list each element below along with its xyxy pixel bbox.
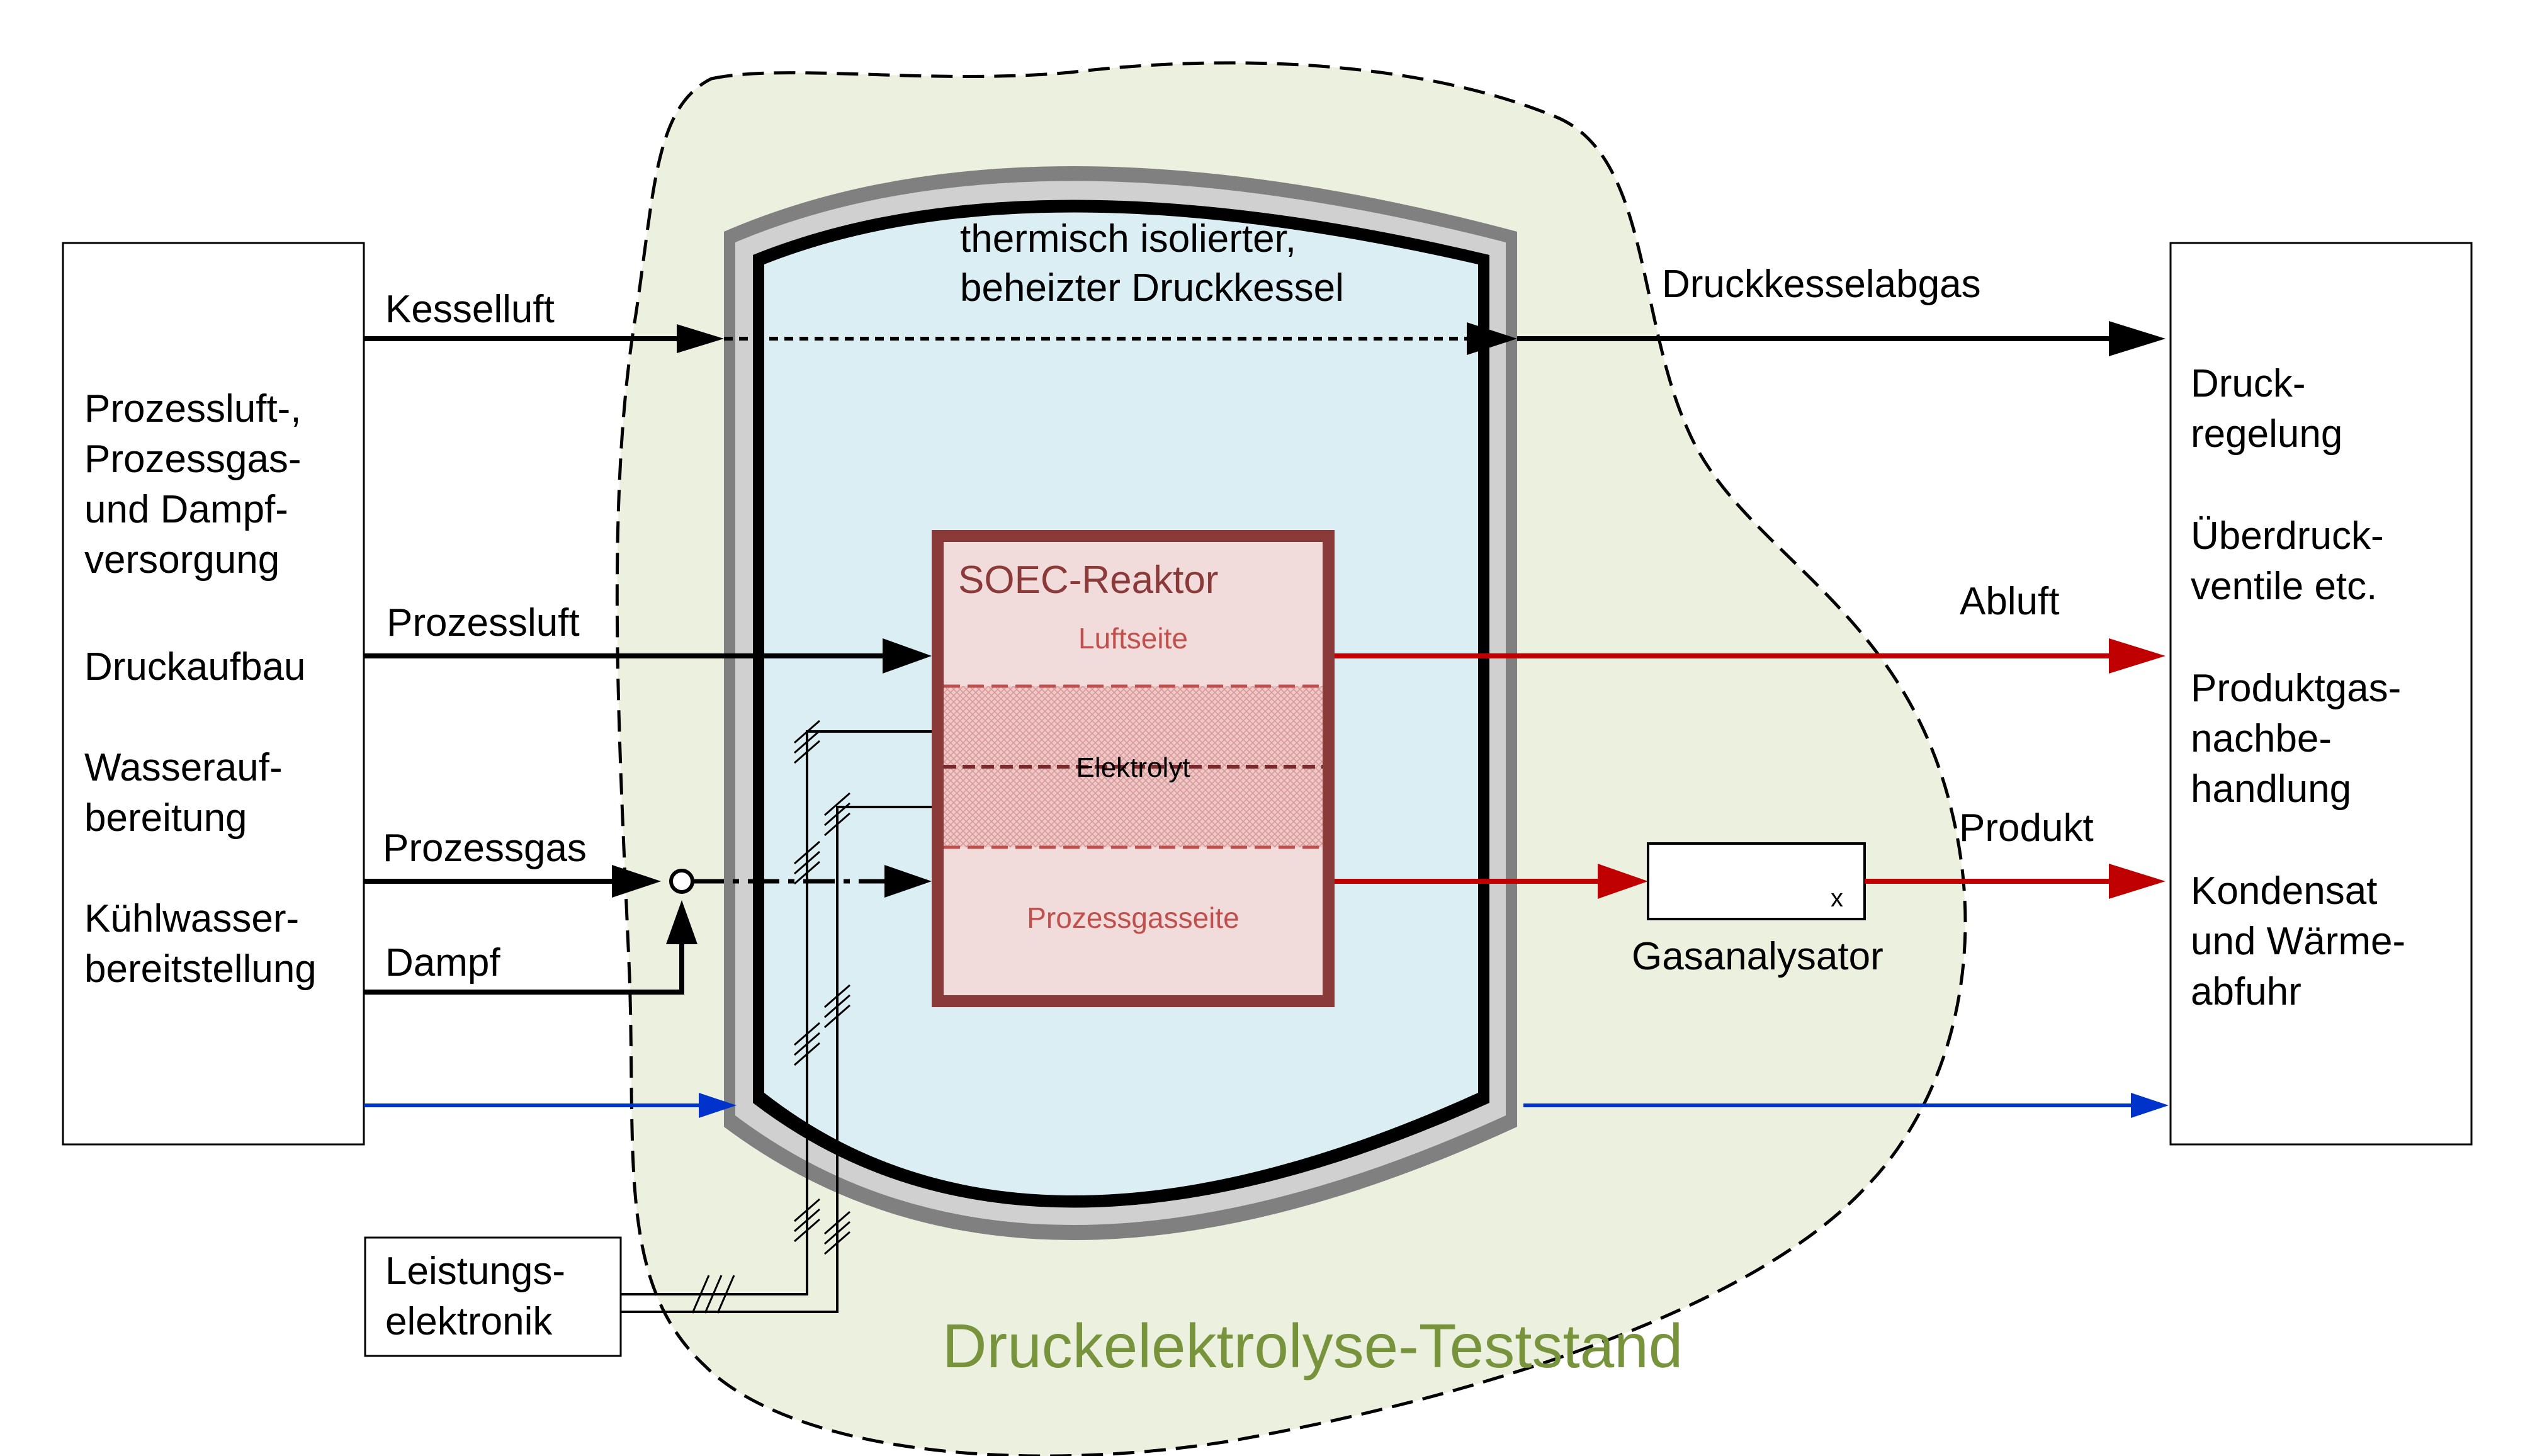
downstream-line-3: Überdruck- <box>2191 514 2384 558</box>
label-druckkesselabgas: Druckkesselabgas <box>1662 262 1981 306</box>
flow-cooling-water <box>364 1093 2169 1118</box>
reactor-title: SOEC-Reaktor <box>958 558 1218 602</box>
label-kesselluft: Kesselluft <box>385 288 555 331</box>
reactor-electrolyte: Elektrolyt <box>1076 752 1190 783</box>
gas-analyzer-box <box>1647 842 1866 920</box>
downstream-line-10: abfuhr <box>2191 970 2301 1013</box>
power-electronics-box <box>364 1236 622 1357</box>
power-cables <box>621 720 932 1314</box>
flow-dampf <box>364 900 697 995</box>
vessel-label-line-2: beheizter Druckkessel <box>960 266 1344 310</box>
vessel-label-line-1: thermisch isolierter, <box>960 217 1296 261</box>
label-dampf: Dampf <box>385 941 500 985</box>
flow-abluft <box>1335 638 2166 674</box>
downstream-line-2: regelung <box>2191 412 2342 456</box>
gas-analyzer-symbol: x <box>1831 884 1843 912</box>
flow-prozessluft <box>364 638 932 674</box>
supply-line-3: und Dampf- <box>84 488 288 531</box>
reactor-gas-side: Prozessgasseite <box>1027 901 1240 934</box>
supply-line-5: Druckaufbau <box>84 645 306 689</box>
downstream-line-1: Druck- <box>2191 362 2306 405</box>
downstream-box <box>2169 242 2473 1146</box>
teststand-title: Druckelektrolyse-Teststand <box>942 1311 1683 1380</box>
supply-line-9: bereitstellung <box>84 947 317 991</box>
flow-kesselluft <box>364 322 1517 355</box>
supply-line-4: versorgung <box>84 538 280 582</box>
label-produkt: Produkt <box>1959 806 2094 850</box>
supply-box <box>62 242 365 1146</box>
supply-line-2: Prozessgas- <box>84 437 302 481</box>
downstream-line-6: nachbe- <box>2191 717 2332 760</box>
label-prozessgas: Prozessgas <box>383 827 587 870</box>
supply-line-1: Prozessluft-, <box>84 387 302 431</box>
downstream-line-9: und Wärme- <box>2191 920 2405 963</box>
downstream-line-8: Kondensat <box>2191 869 2377 913</box>
label-gas-analyzer: Gasanalysator <box>1632 935 1883 978</box>
supply-line-8: Kühlwasser- <box>84 897 299 940</box>
flow-prozessgas <box>364 865 932 898</box>
downstream-line-5: Produktgas- <box>2191 667 2401 710</box>
power-line-1: Leistungs- <box>385 1250 565 1293</box>
flow-druckkesselabgas <box>1517 321 2166 356</box>
reactor-air-side: Luftseite <box>1078 622 1188 655</box>
supply-line-6: Wasserauf- <box>84 746 283 789</box>
label-prozessluft: Prozessluft <box>387 601 580 645</box>
downstream-line-4: ventile etc. <box>2191 565 2377 608</box>
flow-produkt <box>1335 864 2166 899</box>
label-abluft: Abluft <box>1960 580 2060 623</box>
power-line-2: elektronik <box>385 1300 553 1343</box>
downstream-line-7: handlung <box>2191 767 2351 811</box>
supply-line-7: bereitung <box>84 796 247 840</box>
soec-reactor <box>932 530 1335 1007</box>
